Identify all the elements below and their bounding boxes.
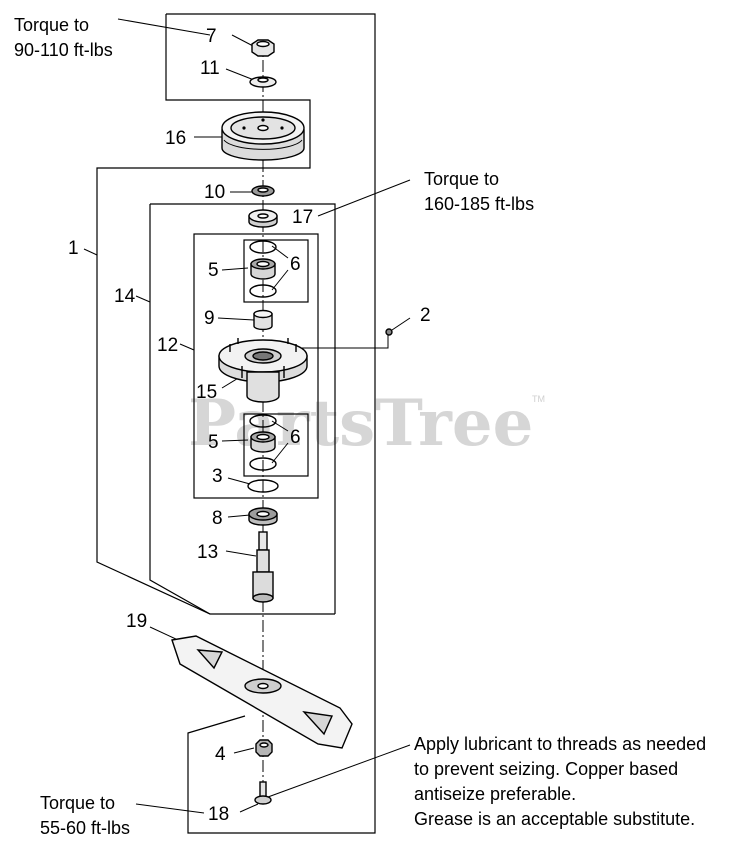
torque-note-bottom-line2: 55-60 ft-lbs: [40, 818, 130, 838]
part-6-ring-upper[interactable]: [249, 240, 277, 298]
lubricant-note-line2: to prevent seizing. Copper based: [414, 759, 678, 779]
callout-8: 8: [212, 508, 223, 529]
callout-5-lower: 5: [208, 432, 219, 453]
torque-note-top: Torque to 90-110 ft-lbs: [14, 15, 113, 60]
lubricant-note-line4: Grease is an acceptable substitute.: [414, 809, 695, 829]
callout-11: 11: [200, 58, 220, 79]
callout-1: 1: [68, 238, 79, 259]
lubricant-note-line3: antiseize preferable.: [414, 784, 576, 804]
part-11-washer[interactable]: [249, 76, 277, 88]
assembly-1-frame: [96, 13, 376, 834]
part-8-seal[interactable]: [248, 507, 278, 526]
part-4-lock-washer[interactable]: [255, 739, 273, 757]
part-15-spindle-housing[interactable]: [218, 338, 308, 403]
torque-note-bottom: Torque to 55-60 ft-lbs: [40, 793, 130, 838]
part-13-spindle-shaft[interactable]: [252, 531, 274, 603]
callout-6-lower: 6: [290, 427, 301, 448]
part-17-cap[interactable]: [248, 209, 278, 228]
part-6-ring-lower[interactable]: [249, 414, 277, 471]
callout-2: 2: [420, 305, 431, 326]
callout-4: 4: [215, 744, 226, 765]
callout-17: 17: [292, 207, 313, 228]
torque-note-top-line2: 90-110 ft-lbs: [14, 40, 113, 60]
callout-3: 3: [212, 466, 223, 487]
part-18-bolt[interactable]: [254, 781, 272, 805]
callout-labels: 7 11 16 10 17 1 14 12 5 6 9 2 15 5 6 3 8…: [68, 26, 431, 825]
torque-note-bottom-line1: Torque to: [40, 793, 115, 813]
callout-6-upper: 6: [290, 254, 301, 275]
torque-note-mid-line1: Torque to: [424, 169, 499, 189]
torque-note-mid-line2: 160-185 ft-lbs: [424, 194, 534, 214]
part-10-seal[interactable]: [251, 185, 275, 197]
callout-10: 10: [204, 182, 225, 203]
callout-7: 7: [206, 26, 217, 47]
callout-9: 9: [204, 308, 215, 329]
watermark-text: PartsTree: [188, 386, 533, 461]
callout-13: 13: [197, 542, 218, 563]
part-16-pulley[interactable]: [221, 111, 305, 161]
assembly-12-frame: [193, 233, 319, 499]
part-3-retaining-ring[interactable]: [247, 479, 279, 493]
part-2-grease-fitting[interactable]: [385, 328, 393, 336]
assembly-14-frame: [149, 203, 336, 615]
lubricant-note-line1: Apply lubricant to threads as needed: [414, 734, 706, 754]
callout-15: 15: [196, 382, 217, 403]
bearing-group-lower-frame: [243, 413, 309, 477]
lubricant-note: Apply lubricant to threads as needed to …: [414, 734, 706, 829]
watermark-trademark: TM: [532, 394, 545, 404]
torque-note-top-line1: Torque to: [14, 15, 89, 35]
callout-14: 14: [114, 286, 136, 307]
callout-16: 16: [165, 128, 186, 149]
callout-12: 12: [157, 335, 178, 356]
part-5-bearing-upper[interactable]: [250, 258, 276, 280]
callout-19: 19: [126, 611, 147, 632]
part-5-bearing-lower[interactable]: [250, 431, 276, 453]
part-7-nut[interactable]: [251, 39, 275, 57]
part-9-spacer[interactable]: [253, 309, 273, 331]
bearing-group-upper-frame: [243, 239, 309, 303]
callout-18: 18: [208, 804, 229, 825]
part-19-blade[interactable]: [171, 635, 353, 749]
callout-5-upper: 5: [208, 260, 219, 281]
torque-note-mid: Torque to 160-185 ft-lbs: [424, 169, 534, 214]
